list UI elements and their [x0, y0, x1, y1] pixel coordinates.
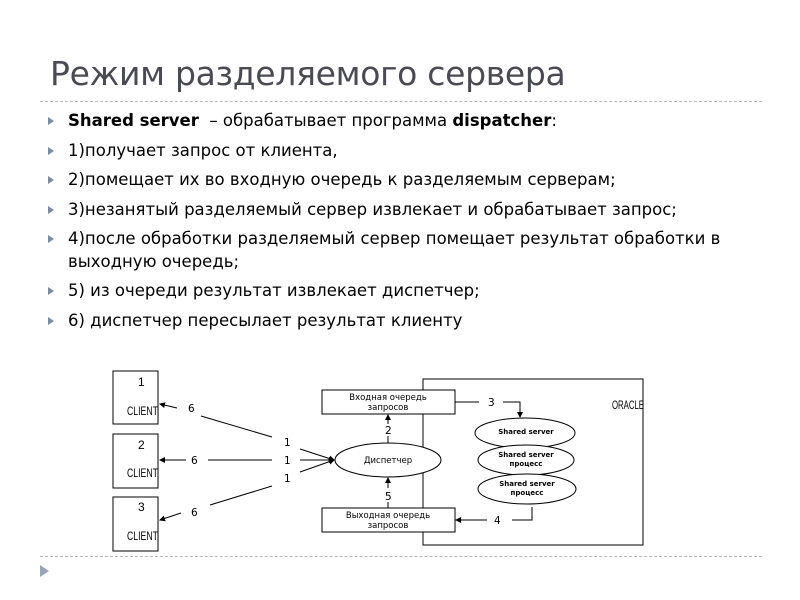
- step3-arrow: [503, 401, 523, 418]
- bullet-tail: :: [551, 111, 557, 130]
- client-number: 2: [138, 438, 145, 452]
- bullet-icon: [48, 235, 54, 243]
- bullet-list: Shared server – обрабатывает программа d…: [48, 110, 748, 339]
- client-label: CLIENT: [127, 404, 158, 418]
- client-number: 3: [138, 500, 145, 514]
- slide-title: Режим разделяемого сервера: [50, 54, 566, 93]
- client-box-2: [112, 433, 159, 489]
- client-box-3: [112, 496, 159, 552]
- reply-label: 6: [188, 403, 195, 415]
- step-5-label: 5: [385, 491, 392, 503]
- footer-divider: [40, 556, 762, 557]
- client-number: 1: [138, 375, 145, 389]
- shared-server-label: Shared server: [498, 428, 554, 436]
- request-label: 1: [284, 437, 291, 449]
- shared-server-label: процесс: [510, 460, 543, 468]
- step4-line: [512, 507, 533, 521]
- bullet-text: 1)получает запрос от клиента,: [68, 140, 338, 160]
- request-arrow-1: [299, 448, 335, 462]
- step-3-label: 3: [488, 397, 495, 409]
- client-box-1: [112, 370, 159, 425]
- bullet-text: – обрабатывает программа: [198, 111, 453, 130]
- bullet-icon: [48, 205, 54, 214]
- bullet-item: 1)получает запрос от клиента,: [48, 140, 748, 163]
- input-queue-label: Входная очередь: [349, 393, 426, 403]
- shared-server-ellipse-3: [477, 473, 577, 505]
- bullet-icon: [48, 287, 54, 295]
- reply-line-1: [200, 415, 273, 438]
- title-divider: [40, 101, 762, 102]
- step-2-label: 2: [385, 425, 392, 437]
- bullet-icon: [48, 146, 54, 155]
- bullet-item: Shared server – обрабатывает программа d…: [48, 110, 748, 133]
- reply-arrow-3: [159, 512, 182, 522]
- client-label: CLIENT: [127, 466, 158, 480]
- shared-server-label: Shared server: [498, 451, 554, 459]
- shared-server-label: процесс: [511, 489, 544, 497]
- step-4-label: 4: [494, 515, 501, 527]
- bullet-text: 3)незанятый разделяемый сервер извлекает…: [68, 199, 677, 219]
- bullet-item: 2)помещает их во входную очередь к разде…: [48, 169, 748, 192]
- request-arrow-3: [299, 458, 335, 473]
- reply-arrow-1: [159, 402, 178, 409]
- output-queue-label: Выходная очередь: [346, 511, 430, 521]
- bullet-item: 3)незанятый разделяемый сервер извлекает…: [48, 199, 708, 222]
- bullet-icon: [48, 117, 54, 125]
- shared-server-label: Shared server: [499, 480, 555, 488]
- oracle-label: ORACLE: [612, 398, 644, 412]
- term-shared-server: Shared server: [68, 111, 199, 130]
- bullet-text: 5) из очереди результат извлекает диспет…: [68, 281, 480, 300]
- bullet-item: 6) диспетчер пересылает результат клиент…: [48, 310, 748, 333]
- reply-line-3: [209, 485, 273, 506]
- bullet-text: 2)помещает их во входную очередь к разде…: [68, 170, 616, 189]
- slide-nav-triangle-icon: [40, 565, 49, 577]
- input-queue-label: запросов: [368, 403, 409, 413]
- bullet-icon: [48, 316, 54, 325]
- reply-label: 6: [191, 455, 198, 467]
- client-label: CLIENT: [127, 529, 158, 543]
- bullet-icon: [48, 176, 54, 184]
- bullet-item: 5) из очереди результат извлекает диспет…: [48, 280, 748, 303]
- bullet-text: 4)после обработки разделяемый сервер пом…: [68, 229, 721, 271]
- request-label: 1: [284, 455, 291, 467]
- bullet-item: 4)после обработки разделяемый сервер пом…: [48, 228, 728, 273]
- term-dispatcher: dispatcher: [452, 111, 552, 130]
- dispatcher-label: Диспетчер: [364, 456, 412, 466]
- output-queue-label: запросов: [368, 521, 409, 531]
- request-label: 1: [284, 473, 291, 485]
- bullet-text: 6) диспетчер пересылает результат клиент…: [68, 310, 463, 330]
- reply-label: 6: [191, 507, 198, 519]
